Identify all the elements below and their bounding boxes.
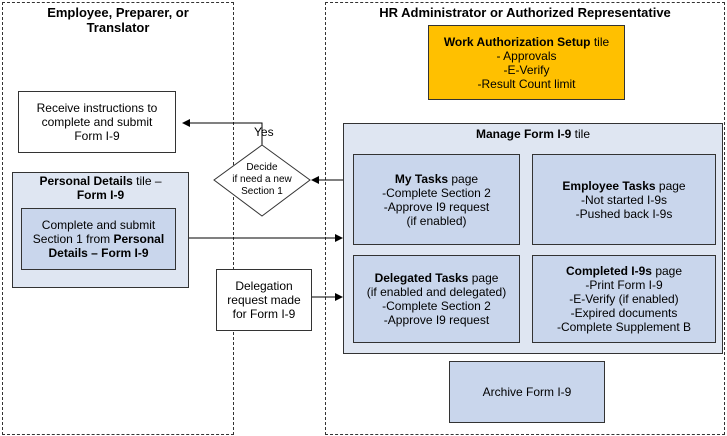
employee-lane bbox=[2, 2, 234, 435]
completed-i9s-item: -Print Form I-9 bbox=[585, 278, 663, 292]
completed-i9s-item: -Complete Supplement B bbox=[556, 320, 692, 334]
my-tasks-item: (if enabled) bbox=[406, 213, 467, 228]
personal-details-tile-title: Personal Details tile – Form I-9 bbox=[39, 174, 162, 202]
yes-label: Yes bbox=[254, 125, 274, 139]
delegated-tasks-page: Delegated Tasks page (if enabled and del… bbox=[353, 255, 520, 343]
employee-tasks-item: -Pushed back I-9s bbox=[575, 206, 673, 221]
hr-lane bbox=[325, 2, 725, 435]
employee-tasks-item: -Not started I-9s bbox=[580, 192, 668, 207]
completed-i9s-item: -E-Verify (if enabled) bbox=[569, 292, 679, 306]
completed-i9s-page: Completed I-9s page -Print Form I-9 -E-V… bbox=[532, 255, 716, 343]
employee-tasks-page: Employee Tasks page -Not started I-9s -P… bbox=[532, 154, 716, 245]
work-auth-item: -Result Count limit bbox=[477, 76, 576, 91]
manage-form-i9-title: Manage Form I-9 tile bbox=[475, 127, 591, 141]
my-tasks-page: My Tasks page -Complete Section 2 -Appro… bbox=[353, 154, 520, 245]
delegation-request-box: Delegation request made for Form I-9 bbox=[216, 269, 312, 331]
my-tasks-item: -Approve I9 request bbox=[383, 199, 490, 214]
receive-instructions-box: Receive instructions to complete and sub… bbox=[18, 91, 176, 153]
complete-section1-box: Complete and submit Section 1 from Perso… bbox=[21, 208, 176, 270]
yes-connector bbox=[182, 119, 263, 145]
completed-i9s-item: -Expired documents bbox=[570, 306, 678, 320]
delegated-tasks-item: -Approve I9 request bbox=[383, 313, 490, 327]
delegated-tasks-item: (if enabled and delegated) bbox=[366, 285, 507, 299]
work-auth-item: -E-Verify bbox=[503, 62, 550, 77]
decide-diamond-text: Decide if need a new Section 1 bbox=[232, 162, 292, 197]
hr-lane-title: HR Administrator or Authorized Represent… bbox=[379, 5, 671, 20]
my-tasks-item: -Complete Section 2 bbox=[382, 185, 491, 200]
archive-form-i9-box: Archive Form I-9 bbox=[449, 361, 605, 423]
employee-lane-title: Employee, Preparer, or Translator bbox=[47, 5, 189, 35]
work-auth-item: - Approvals bbox=[496, 48, 557, 63]
delegated-tasks-item: -Complete Section 2 bbox=[382, 299, 491, 313]
decide-diamond bbox=[213, 144, 311, 217]
work-authorization-setup-tile: Work Authorization Setup tile - Approval… bbox=[428, 25, 625, 100]
